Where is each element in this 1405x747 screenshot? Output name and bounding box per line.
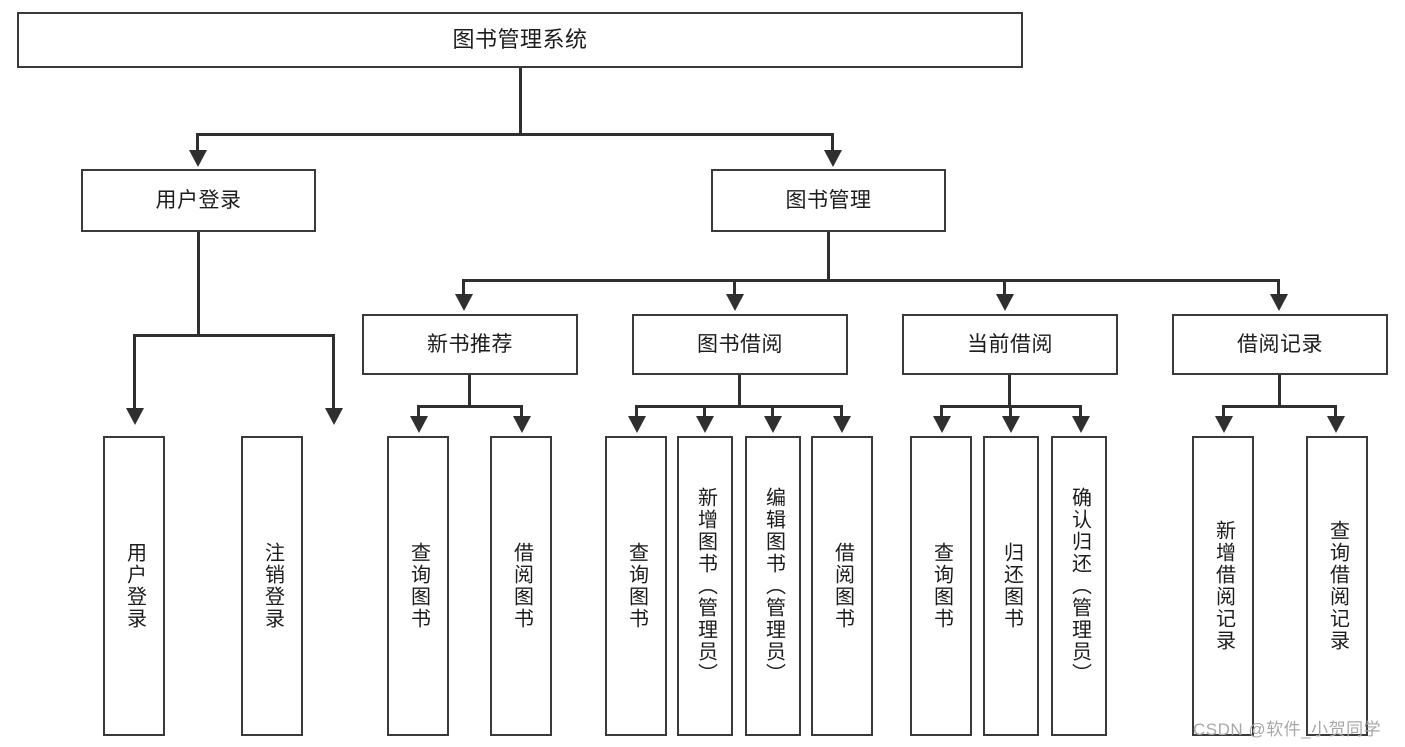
arrow-root-to-user-login xyxy=(189,150,207,167)
node-label: 归还图书 xyxy=(1000,542,1023,630)
node-label: 借阅图书 xyxy=(510,542,533,630)
arrow-record-child2 xyxy=(1327,416,1345,433)
leaf-record-add-record[interactable]: 新增借阅记录 xyxy=(1192,436,1254,736)
node-label: 新增借阅记录 xyxy=(1212,520,1235,652)
node-borrow-record[interactable]: 借阅记录 xyxy=(1172,314,1388,375)
arrow-current-child1 xyxy=(933,416,951,433)
connector-recommend-bar xyxy=(417,405,523,408)
node-label: 用户登录 xyxy=(155,188,242,212)
arrow-borrow-child1 xyxy=(628,416,646,433)
leaf-current-confirm-return[interactable]: 确认归还（管理员） xyxy=(1051,436,1107,736)
connector-recommend-stem xyxy=(468,375,471,407)
connector-book-mgmt-stem xyxy=(827,232,830,281)
node-label: 借阅图书 xyxy=(831,542,854,630)
connector-borrow-child1 xyxy=(635,405,638,419)
arrow-borrow-child4 xyxy=(833,416,851,433)
arrow-record-child1 xyxy=(1215,416,1233,433)
connector-recommend-child1 xyxy=(417,405,420,419)
arrow-user-login-child2 xyxy=(325,408,343,425)
arrow-book-mgmt-child1 xyxy=(455,294,473,311)
leaf-recommend-query-book[interactable]: 查询图书 xyxy=(387,436,449,736)
connector-current-child2 xyxy=(1009,405,1012,419)
node-label: 新书推荐 xyxy=(427,332,513,356)
connector-root-to-user-login xyxy=(196,133,199,153)
connector-root-bar xyxy=(196,133,834,136)
arrow-user-login-child1 xyxy=(126,408,144,425)
connector-borrow-child3 xyxy=(771,405,774,419)
node-book-management[interactable]: 图书管理 xyxy=(711,169,946,232)
connector-book-mgmt-child3 xyxy=(1003,279,1006,297)
connector-borrow-child4 xyxy=(840,405,843,419)
arrow-root-to-book-mgmt xyxy=(824,150,842,167)
connector-record-bar xyxy=(1222,405,1337,408)
connector-user-login-child1 xyxy=(133,334,136,412)
node-label: 查询借阅记录 xyxy=(1326,520,1349,652)
node-root-system[interactable]: 图书管理系统 xyxy=(17,12,1023,68)
arrow-current-child2 xyxy=(1002,416,1020,433)
leaf-borrow-add-book[interactable]: 新增图书（管理员） xyxy=(677,436,733,736)
connector-record-child1 xyxy=(1222,405,1225,419)
connector-borrow-stem xyxy=(738,375,741,407)
leaf-user-login-logout[interactable]: 注销登录 xyxy=(241,436,303,736)
node-label: 查询图书 xyxy=(407,542,430,630)
leaf-current-query-book[interactable]: 查询图书 xyxy=(910,436,972,736)
watermark-text: CSDN @软件_小贺同学 xyxy=(1193,720,1382,739)
node-new-book-recommend[interactable]: 新书推荐 xyxy=(362,314,578,375)
leaf-borrow-edit-book[interactable]: 编辑图书（管理员） xyxy=(745,436,801,736)
node-label: 借阅记录 xyxy=(1237,332,1323,356)
connector-current-stem xyxy=(1008,375,1011,407)
connector-current-child1 xyxy=(940,405,943,419)
leaf-current-return-book[interactable]: 归还图书 xyxy=(983,436,1039,736)
leaf-borrow-query-book[interactable]: 查询图书 xyxy=(605,436,667,736)
leaf-recommend-borrow-book[interactable]: 借阅图书 xyxy=(490,436,552,736)
arrow-current-child3 xyxy=(1072,416,1090,433)
arrow-recommend-child1 xyxy=(410,416,428,433)
leaf-borrow-borrow-book[interactable]: 借阅图书 xyxy=(811,436,873,736)
node-label: 新增图书（管理员） xyxy=(694,487,717,685)
node-label: 图书管理 xyxy=(785,188,872,212)
connector-user-login-stem xyxy=(197,232,200,336)
connector-book-mgmt-bar xyxy=(462,279,1280,282)
node-label: 查询图书 xyxy=(930,542,953,630)
node-label: 确认归还（管理员） xyxy=(1068,487,1091,685)
node-label: 图书借阅 xyxy=(697,332,783,356)
arrow-borrow-child3 xyxy=(764,416,782,433)
node-user-login[interactable]: 用户登录 xyxy=(81,169,316,232)
connector-borrow-bar xyxy=(635,405,843,408)
arrow-book-mgmt-child4 xyxy=(1270,294,1288,311)
connector-user-login-child2 xyxy=(332,334,335,412)
node-label: 编辑图书（管理员） xyxy=(762,487,785,685)
connector-book-mgmt-child4 xyxy=(1277,279,1280,297)
arrow-book-mgmt-child2 xyxy=(726,294,744,311)
node-label: 当前借阅 xyxy=(967,332,1053,356)
arrow-borrow-child2 xyxy=(696,416,714,433)
connector-book-mgmt-child1 xyxy=(462,279,465,297)
arrow-book-mgmt-child3 xyxy=(996,294,1014,311)
node-label: 注销登录 xyxy=(261,542,284,630)
connector-borrow-child2 xyxy=(703,405,706,419)
node-current-borrow[interactable]: 当前借阅 xyxy=(902,314,1118,375)
connector-user-login-bar xyxy=(133,334,335,337)
arrow-recommend-child2 xyxy=(513,416,531,433)
connector-recommend-child2 xyxy=(520,405,523,419)
connector-record-stem xyxy=(1278,375,1281,407)
connector-record-child2 xyxy=(1334,405,1337,419)
node-label: 用户登录 xyxy=(123,542,146,630)
leaf-user-login-login[interactable]: 用户登录 xyxy=(103,436,165,736)
leaf-record-query-record[interactable]: 查询借阅记录 xyxy=(1306,436,1368,736)
node-book-borrow[interactable]: 图书借阅 xyxy=(632,314,848,375)
connector-root-stem xyxy=(519,67,522,134)
node-label: 查询图书 xyxy=(625,542,648,630)
connector-book-mgmt-child2 xyxy=(733,279,736,297)
connector-root-to-book-mgmt xyxy=(831,133,834,153)
connector-current-child3 xyxy=(1079,405,1082,419)
node-label: 图书管理系统 xyxy=(452,26,588,52)
